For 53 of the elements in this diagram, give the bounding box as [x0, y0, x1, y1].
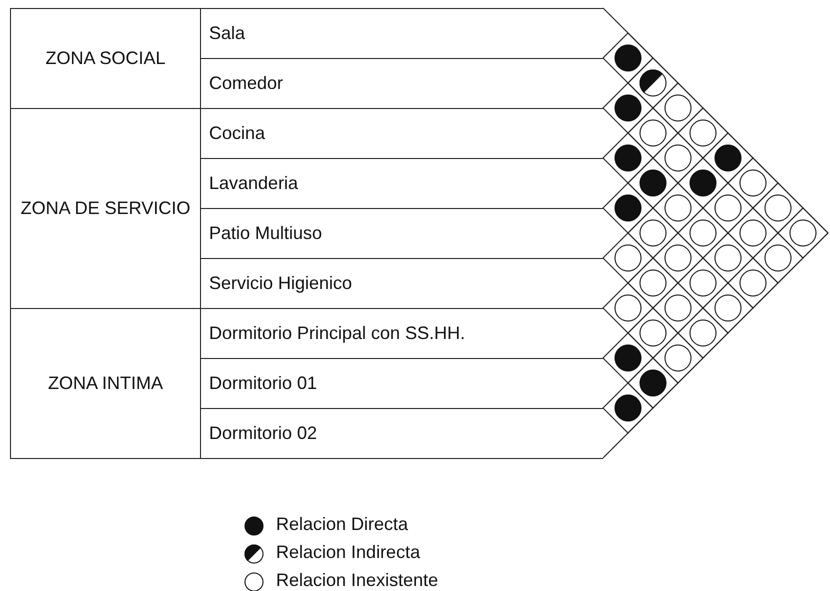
filled-circle [690, 170, 716, 196]
empty-circle [614, 244, 642, 272]
zone-cell [10, 308, 201, 459]
room-name: Comedor [209, 73, 284, 94]
filled-circle [614, 194, 642, 222]
empty-circle [790, 220, 816, 246]
filled-circle [614, 44, 642, 72]
empty-circle [664, 94, 692, 122]
empty-circle [640, 320, 666, 346]
zone-name: ZONA SOCIAL [45, 48, 166, 69]
empty-circle [664, 344, 692, 372]
empty-circle [690, 120, 716, 146]
empty-circle [664, 144, 692, 172]
empty-circle [714, 294, 742, 322]
empty-circle [740, 220, 766, 246]
zone-cell [10, 8, 201, 109]
empty-circle [664, 194, 692, 222]
filled-circle [714, 144, 742, 172]
empty-circle [614, 294, 642, 322]
filled-circle [614, 394, 642, 422]
zone-name: ZONA INTIMA [48, 373, 163, 394]
half-filled-circle [640, 70, 666, 96]
filled-circle [614, 94, 642, 122]
empty-circle [690, 320, 716, 346]
room-name: Dormitorio Principal con SS.HH. [209, 323, 466, 344]
room-name: Servicio Higienico [209, 273, 352, 294]
legend-text: Relacion Inexistente [276, 570, 438, 591]
empty-circle [714, 194, 742, 222]
empty-circle [640, 220, 666, 246]
filled-circle [640, 170, 666, 196]
legend-text: Relacion Indirecta [276, 542, 420, 563]
empty-circle [764, 244, 792, 272]
empty-circle [664, 244, 692, 272]
legend-text: Relacion Directa [276, 514, 408, 535]
empty-circle [690, 270, 716, 296]
filled-circle [614, 144, 642, 172]
room-name: Lavanderia [209, 173, 298, 194]
room-name: Dormitorio 01 [209, 373, 318, 394]
empty-circle [764, 194, 792, 222]
empty-circle [740, 270, 766, 296]
room-name: Dormitorio 02 [209, 423, 318, 444]
filled-circle [640, 370, 666, 396]
empty-circle [690, 220, 716, 246]
room-name: Patio Multiuso [209, 223, 322, 244]
empty-circle [714, 244, 742, 272]
empty-circle [664, 294, 692, 322]
zone-name: ZONA DE SERVICIO [20, 198, 190, 219]
empty-circle [740, 170, 766, 196]
empty-circle [640, 120, 666, 146]
room-name: Cocina [209, 123, 266, 144]
room-name: Sala [209, 23, 246, 44]
filled-circle [614, 344, 642, 372]
empty-circle [640, 270, 666, 296]
